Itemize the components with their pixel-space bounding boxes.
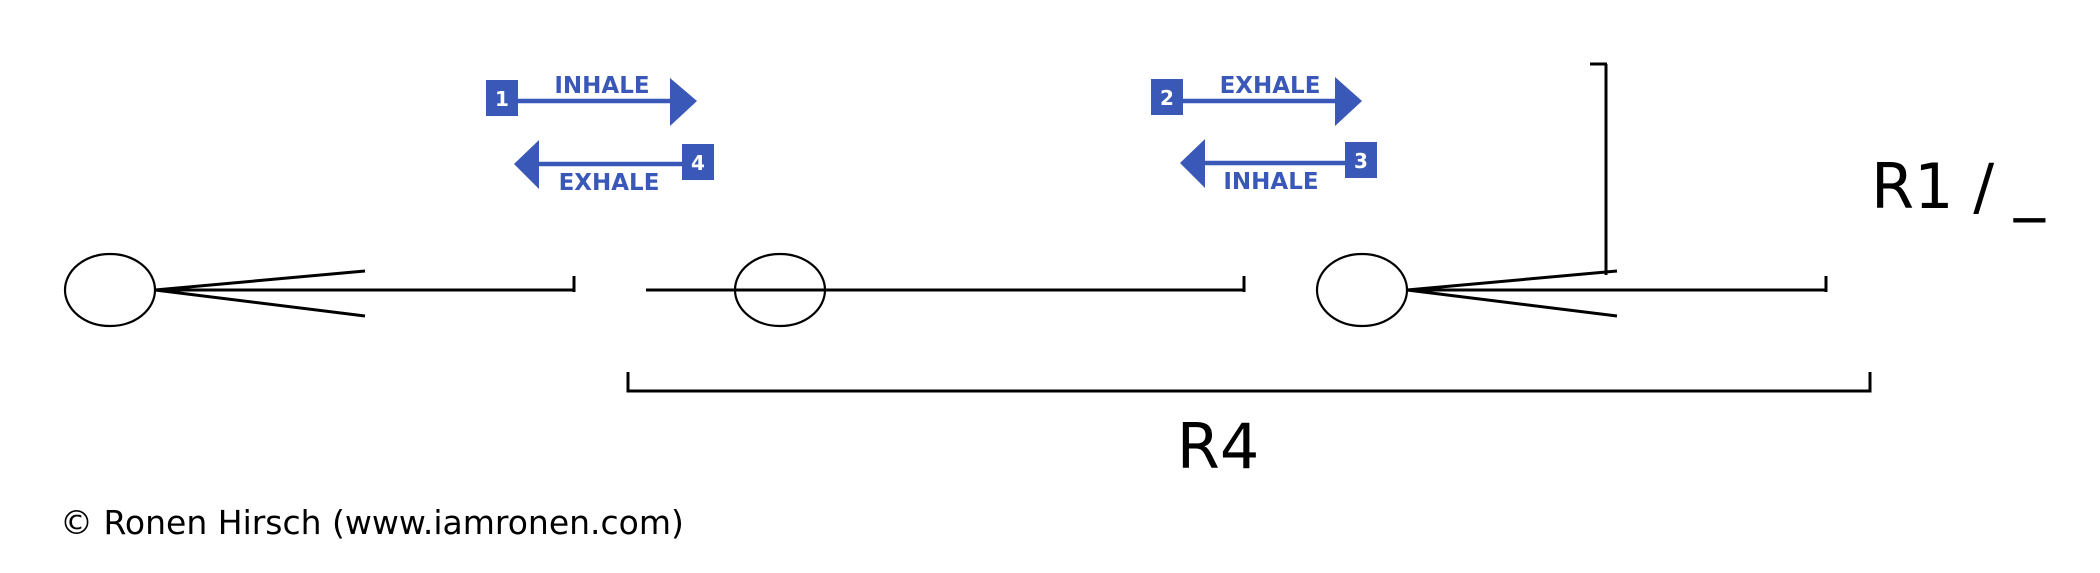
arrow-4-left: 4 EXHALE	[514, 140, 714, 196]
note-flag-3b	[1406, 288, 1618, 318]
arrow-badge-1	[486, 80, 518, 116]
arrow-badge-3	[1345, 142, 1377, 178]
arrow-number-1: 1	[495, 87, 509, 111]
r4-label: R4	[1177, 410, 1260, 483]
r4-bracket	[626, 372, 1872, 393]
arrow-head-3	[1180, 139, 1205, 188]
arrow-2-right: 2 EXHALE	[1151, 73, 1362, 126]
copyright-text: © Ronen Hirsch (www.iamronen.com)	[60, 503, 684, 542]
arrow-head-2	[1335, 77, 1362, 126]
arrow-number-3: 3	[1354, 149, 1368, 173]
arrow-3-left: 3 INHALE	[1180, 139, 1377, 195]
arrow-number-4: 4	[691, 151, 705, 175]
note-3	[1315, 62, 1828, 328]
note-flag-1b	[154, 288, 366, 318]
arrow-1-right: 1 INHALE	[486, 73, 697, 126]
arrow-badge-4	[682, 144, 714, 180]
arrow-label-3: INHALE	[1223, 169, 1318, 195]
note-2	[646, 252, 1246, 328]
note-flag-3a	[1406, 269, 1618, 292]
r1-label: R1 / _	[1871, 150, 2046, 223]
note-1	[63, 252, 576, 328]
arrow-number-2: 2	[1160, 86, 1174, 110]
arrow-head-1	[670, 78, 697, 126]
arrow-label-1: INHALE	[554, 73, 649, 99]
note-flag-1a	[154, 269, 366, 292]
arrow-label-2: EXHALE	[1220, 73, 1321, 99]
arrow-label-4: EXHALE	[559, 170, 660, 196]
note-head-1	[63, 252, 157, 328]
bracket-line	[626, 372, 1872, 393]
arrow-badge-2	[1151, 79, 1183, 115]
arrow-head-4	[514, 140, 539, 189]
note-head-3	[1315, 252, 1409, 328]
